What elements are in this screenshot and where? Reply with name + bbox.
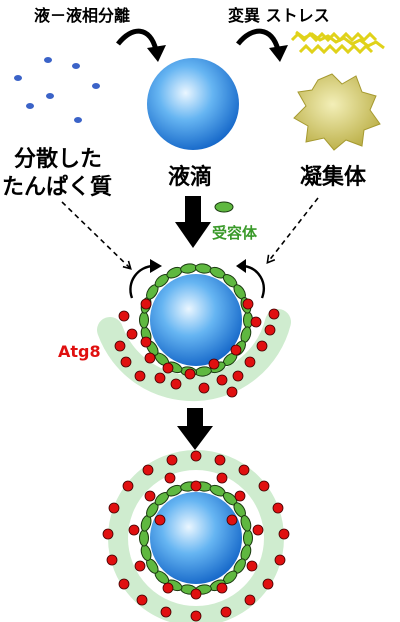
atg8-dot [216, 582, 228, 594]
receptor [194, 263, 212, 274]
atg8-dot [122, 480, 134, 492]
atg8-dot [134, 370, 146, 382]
atg8-dot [190, 588, 202, 600]
atg8-dot [106, 554, 118, 566]
atg8-dot [244, 356, 256, 368]
atg8-dot [166, 454, 178, 466]
atg8-dot [252, 524, 264, 536]
curved-arrow-head [150, 259, 162, 273]
atg8-dot [134, 560, 146, 572]
droplet [147, 58, 239, 150]
atg8-dot [216, 374, 228, 386]
curved-arrow-icon [116, 28, 159, 51]
atg8-dot [226, 514, 238, 526]
droplet [150, 492, 242, 584]
label-dispersed-2: たんぱく質 [2, 174, 112, 200]
atg8-dot [102, 528, 114, 540]
atg8-dot [120, 356, 132, 368]
receptor-legend-icon [214, 201, 234, 213]
atg8-dot [230, 344, 242, 356]
atg8-dot [136, 594, 148, 606]
atg8-cluster [114, 298, 280, 398]
atg8-dot [256, 340, 268, 352]
receptor [243, 529, 253, 547]
atg8-dot [190, 480, 202, 492]
atg8-dot [154, 514, 166, 526]
label-droplet: 液滴 [168, 164, 212, 190]
label-receptor: 受容体 [212, 224, 258, 242]
dashed-arrow-left [61, 201, 132, 270]
atg8-dot [264, 324, 276, 336]
atg8-dot [262, 578, 274, 590]
label-dispersed-1: 分散した [14, 147, 102, 172]
curved-arrow-icon [243, 264, 265, 299]
atg8-dot [128, 524, 140, 536]
atg8-dot [226, 386, 238, 398]
dispersed-proteins [14, 57, 100, 123]
atg8-dot [258, 480, 270, 492]
dashed-arrow-right [266, 197, 319, 265]
atg8-dot [208, 358, 220, 370]
atg8-dot [232, 370, 244, 382]
atg8-dot [118, 578, 130, 590]
atg8-dot [278, 528, 290, 540]
curved-arrow-icon [236, 28, 281, 51]
atg8-dot [114, 340, 126, 352]
receptor [139, 529, 149, 547]
atg8-dot [190, 610, 202, 622]
atg8-dot [238, 464, 250, 476]
atg8-cluster [102, 450, 290, 622]
receptor [180, 263, 198, 274]
label-stress: 変異 ストレス [228, 6, 330, 25]
block-down-arrow-icon [175, 196, 211, 248]
curved-arrow-head [236, 259, 246, 273]
receptor [139, 311, 149, 329]
atg8-dot [242, 298, 254, 310]
atg8-dot [246, 560, 258, 572]
atg8-dot [214, 454, 226, 466]
receptor [240, 515, 252, 532]
atg8-dot [170, 378, 182, 390]
atg8-dot [118, 310, 130, 322]
atg8-dot [144, 490, 156, 502]
atg8-dot [272, 502, 284, 514]
droplet [150, 274, 242, 366]
curved-arrow-head [269, 45, 288, 62]
atg8-dot [154, 372, 166, 384]
curved-arrow-head [147, 45, 166, 62]
atg8-dot [216, 472, 228, 484]
label-aggregate: 凝集体 [300, 164, 367, 190]
atg8-dot [220, 606, 232, 618]
atg8-dot [162, 362, 174, 374]
atg8-dot [164, 472, 176, 484]
atg8-dot [144, 352, 156, 364]
receptor-ring [139, 481, 253, 595]
atg8-dot [250, 316, 262, 328]
atg8-dot [108, 502, 120, 514]
label-lle: 液－液相分離 [34, 6, 130, 25]
atg8-dot [268, 308, 280, 320]
atg8-dot [160, 606, 172, 618]
atg8-dot [190, 450, 202, 462]
atg8-dot [140, 298, 152, 310]
atg8-dot [234, 490, 246, 502]
atg8-dot [126, 328, 138, 340]
atg8-dot [140, 336, 152, 348]
atg8-dot [162, 582, 174, 594]
atg8-dot [244, 594, 256, 606]
atg8-dot [198, 382, 210, 394]
fibrils-icon [290, 30, 385, 55]
atg8-dot [184, 368, 196, 380]
label-atg8: Atg8 [58, 342, 101, 361]
atg8-dot [274, 554, 286, 566]
block-down-arrow-icon [177, 408, 213, 450]
atg8-dot [142, 464, 154, 476]
aggregate [293, 73, 381, 151]
